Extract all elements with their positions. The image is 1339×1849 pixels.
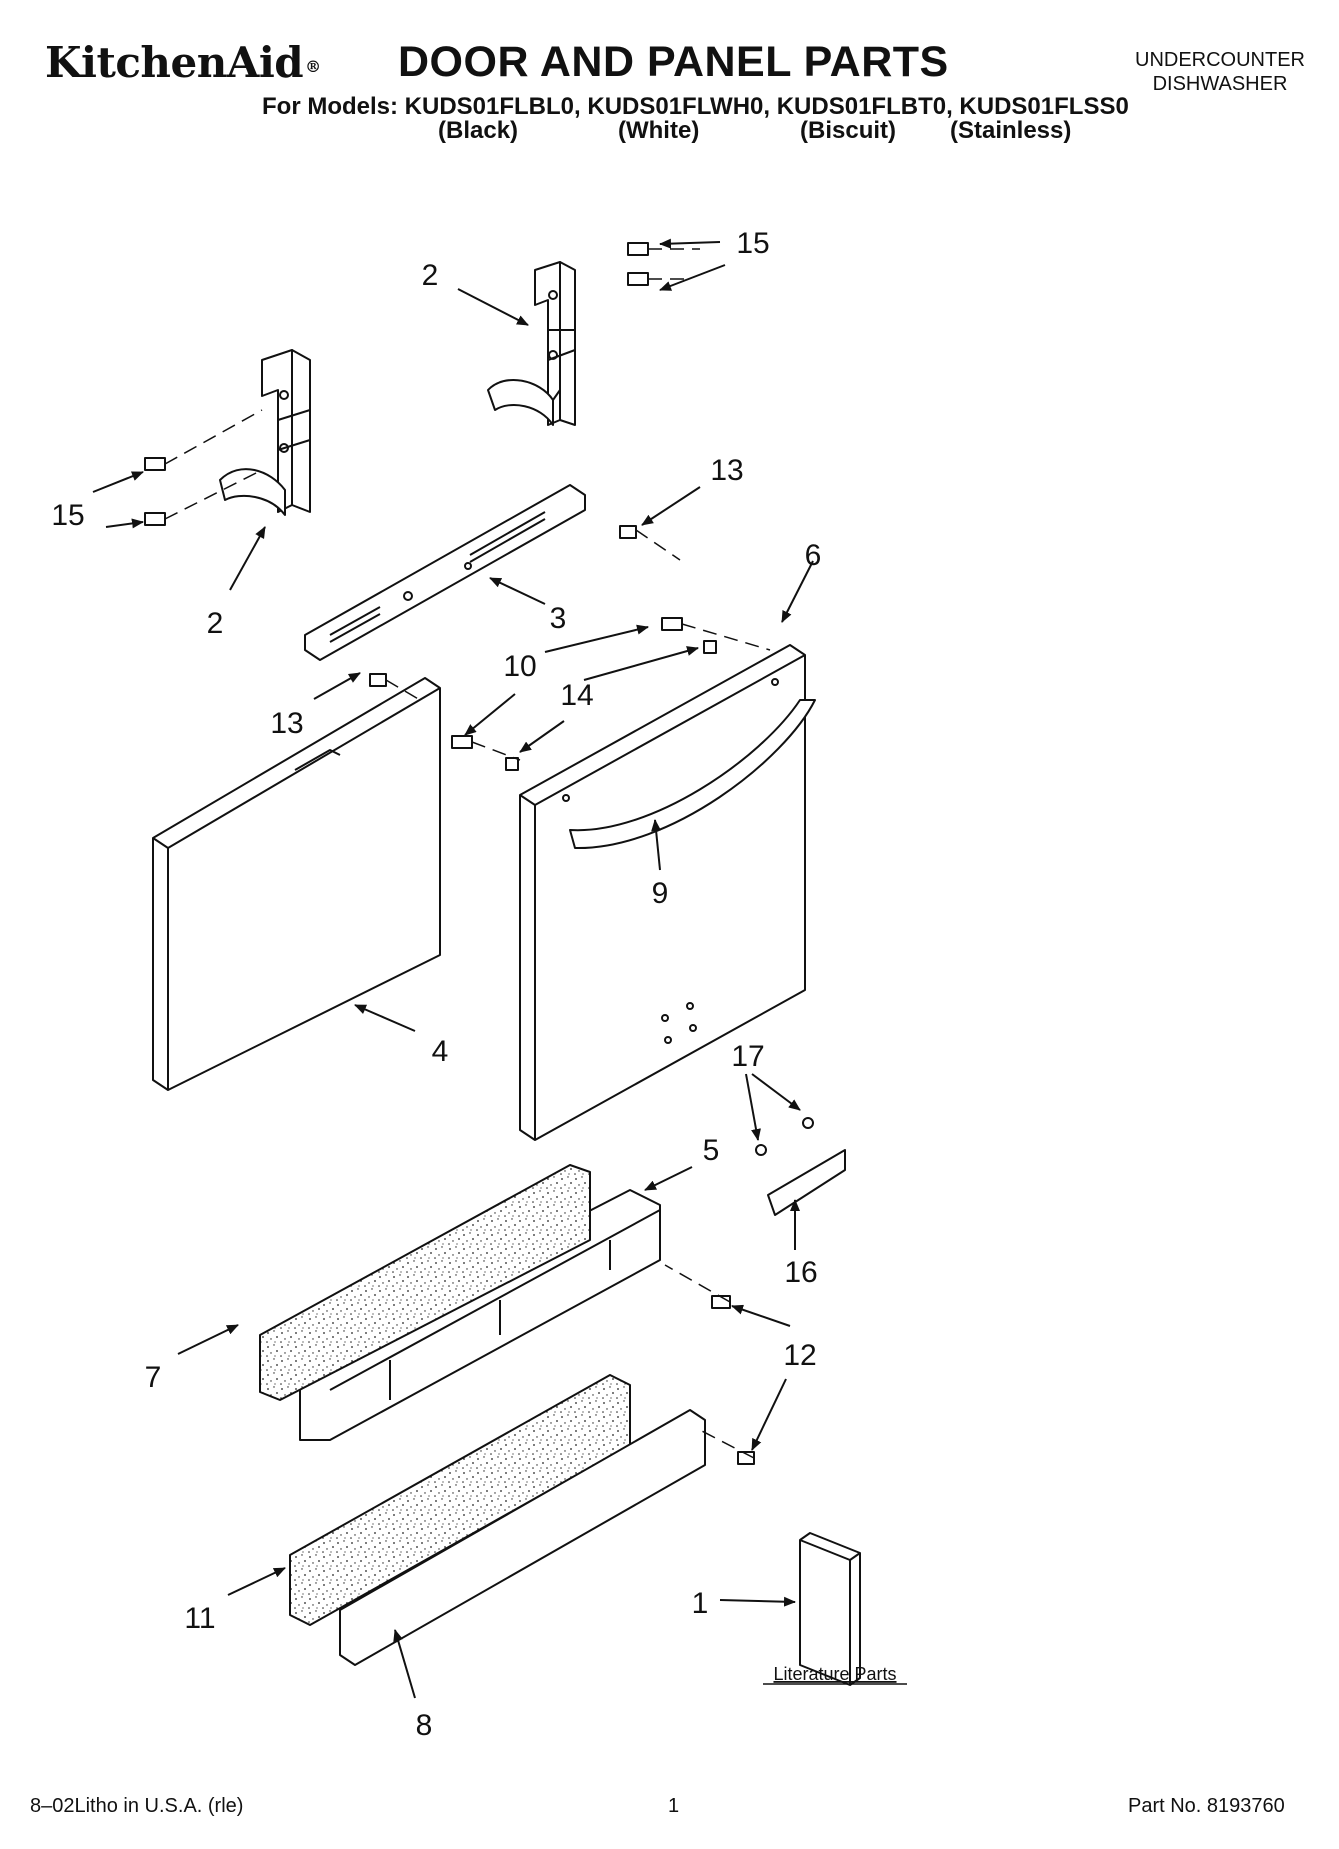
callout-labels: 15 2 15 13 2 3 6 10 14 13 9 4 17 5 16 12… bbox=[51, 227, 821, 1742]
callout-9: 9 bbox=[652, 877, 669, 910]
product-type-line1: UNDERCOUNTER bbox=[1135, 49, 1305, 71]
callout-5: 5 bbox=[703, 1134, 720, 1167]
callout-7: 7 bbox=[145, 1361, 162, 1394]
color-stainless: (Stainless) bbox=[950, 117, 1072, 144]
side-panel bbox=[152, 677, 441, 1091]
callout-10: 10 bbox=[503, 650, 536, 683]
model-list: For Models: KUDS01FLBL0, KUDS01FLWH0, KU… bbox=[262, 93, 1129, 120]
toe-panel-bracket bbox=[299, 1189, 661, 1441]
product-type: UNDERCOUNTER DISHWASHER bbox=[1110, 48, 1330, 96]
callout-4: 4 bbox=[432, 1035, 449, 1068]
callout-16: 16 bbox=[784, 1256, 817, 1289]
hardware-screws bbox=[144, 242, 814, 1465]
callout-17: 17 bbox=[731, 1040, 764, 1073]
callout-14: 14 bbox=[560, 679, 593, 712]
mounting-rail bbox=[304, 484, 586, 661]
callout-15: 15 bbox=[736, 227, 769, 260]
trim-piece bbox=[767, 1149, 846, 1216]
footer-litho: 8–02Litho in U.S.A. (rle) bbox=[30, 1795, 244, 1817]
product-type-line2: DISHWASHER bbox=[1152, 73, 1288, 95]
callout-13: 13 bbox=[710, 454, 743, 487]
color-biscuit: (Biscuit) bbox=[800, 117, 896, 144]
kick-plate bbox=[339, 1409, 706, 1666]
color-black: (Black) bbox=[438, 117, 519, 144]
callout-13: 13 bbox=[270, 707, 303, 740]
callout-6: 6 bbox=[805, 539, 822, 572]
page-title: DOOR AND PANEL PARTS bbox=[398, 38, 949, 86]
callout-2: 2 bbox=[207, 607, 224, 640]
callout-2: 2 bbox=[422, 259, 439, 292]
door-handle bbox=[569, 699, 816, 850]
color-white: (White) bbox=[618, 117, 700, 144]
callout-15: 15 bbox=[51, 499, 84, 532]
callout-11: 11 bbox=[184, 1602, 215, 1635]
literature-parts-label: Literature Parts bbox=[773, 1664, 896, 1684]
callout-1: 1 bbox=[692, 1587, 709, 1620]
footer-part-number: Part No. 8193760 bbox=[1128, 1795, 1285, 1817]
toe-insulation-upper bbox=[259, 1164, 591, 1401]
callout-12: 12 bbox=[783, 1339, 816, 1372]
hinge-bracket-left bbox=[219, 349, 311, 516]
callout-8: 8 bbox=[416, 1709, 433, 1742]
footer-page-number: 1 bbox=[668, 1795, 680, 1817]
brand-logo: KitchenAid® bbox=[45, 38, 321, 87]
callout-3: 3 bbox=[550, 602, 567, 635]
hinge-bracket-upper bbox=[487, 261, 576, 426]
